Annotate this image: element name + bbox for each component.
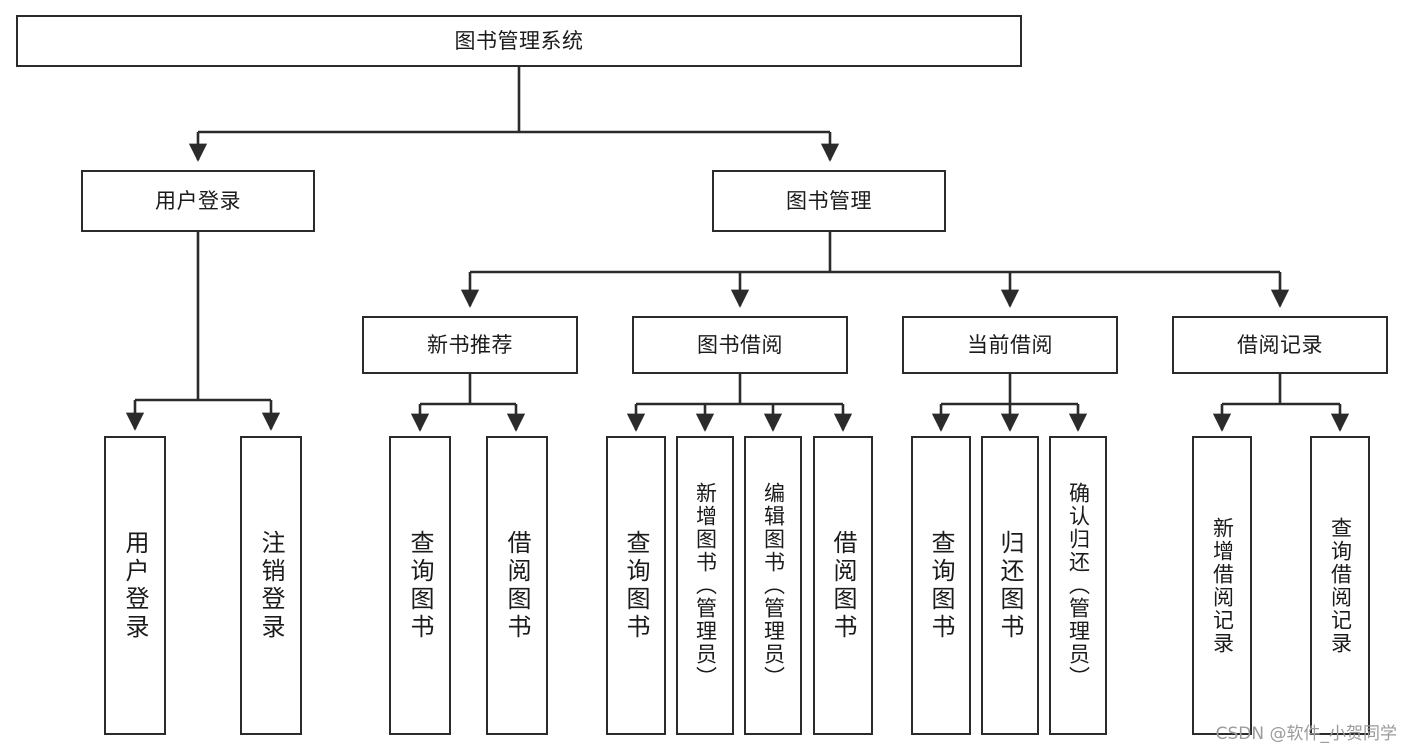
leaf-borrow-book-1[interactable]: 借阅图书 bbox=[486, 436, 548, 735]
node-borrow-record-label: 借阅记录 bbox=[1237, 332, 1323, 357]
node-current-borrow[interactable]: 当前借阅 bbox=[902, 316, 1118, 374]
node-book-management-label: 图书管理 bbox=[786, 188, 872, 213]
leaf-confirm-return[interactable]: 确认归还（管理员） bbox=[1049, 436, 1107, 735]
node-borrow-record[interactable]: 借阅记录 bbox=[1172, 316, 1388, 374]
node-user-login[interactable]: 用户登录 bbox=[81, 170, 315, 232]
node-new-book-recommend-label: 新书推荐 bbox=[427, 332, 513, 357]
leaf-add-borrow-record[interactable]: 新增借阅记录 bbox=[1192, 436, 1252, 735]
leaf-add-book-label: 新增图书（管理员） bbox=[693, 482, 718, 689]
leaf-logout-login[interactable]: 注销登录 bbox=[240, 436, 302, 735]
node-book-borrow-label: 图书借阅 bbox=[697, 332, 783, 357]
leaf-query-book-2[interactable]: 查询图书 bbox=[606, 436, 666, 735]
node-new-book-recommend[interactable]: 新书推荐 bbox=[362, 316, 578, 374]
node-root-system[interactable]: 图书管理系统 bbox=[16, 15, 1022, 67]
node-root-system-label: 图书管理系统 bbox=[454, 28, 584, 53]
leaf-query-book-3-label: 查询图书 bbox=[927, 529, 955, 642]
node-book-borrow[interactable]: 图书借阅 bbox=[632, 316, 848, 374]
node-user-login-label: 用户登录 bbox=[155, 188, 241, 213]
leaf-query-book-2-label: 查询图书 bbox=[622, 529, 650, 642]
leaf-logout-login-label: 注销登录 bbox=[257, 529, 285, 642]
leaf-user-login-label: 用户登录 bbox=[121, 529, 149, 642]
leaf-return-book-label: 归还图书 bbox=[996, 529, 1024, 642]
leaf-query-book-3[interactable]: 查询图书 bbox=[911, 436, 971, 735]
leaf-borrow-book-2-label: 借阅图书 bbox=[829, 529, 857, 642]
leaf-query-borrow-record-label: 查询借阅记录 bbox=[1328, 516, 1353, 655]
csdn-watermark: CSDN @软件_小贺同学 bbox=[1215, 724, 1397, 744]
leaf-confirm-return-label: 确认归还（管理员） bbox=[1066, 482, 1091, 689]
leaf-query-borrow-record[interactable]: 查询借阅记录 bbox=[1310, 436, 1370, 735]
leaf-borrow-book-2[interactable]: 借阅图书 bbox=[813, 436, 873, 735]
leaf-add-borrow-record-label: 新增借阅记录 bbox=[1210, 516, 1235, 655]
node-book-management[interactable]: 图书管理 bbox=[712, 170, 946, 232]
leaf-edit-book-label: 编辑图书（管理员） bbox=[761, 482, 786, 689]
leaf-query-book-1-label: 查询图书 bbox=[406, 529, 434, 642]
leaf-return-book[interactable]: 归还图书 bbox=[981, 436, 1039, 735]
node-current-borrow-label: 当前借阅 bbox=[967, 332, 1053, 357]
leaf-query-book-1[interactable]: 查询图书 bbox=[389, 436, 451, 735]
leaf-borrow-book-1-label: 借阅图书 bbox=[503, 529, 531, 642]
leaf-add-book[interactable]: 新增图书（管理员） bbox=[676, 436, 734, 735]
leaf-user-login[interactable]: 用户登录 bbox=[104, 436, 166, 735]
leaf-edit-book[interactable]: 编辑图书（管理员） bbox=[744, 436, 802, 735]
